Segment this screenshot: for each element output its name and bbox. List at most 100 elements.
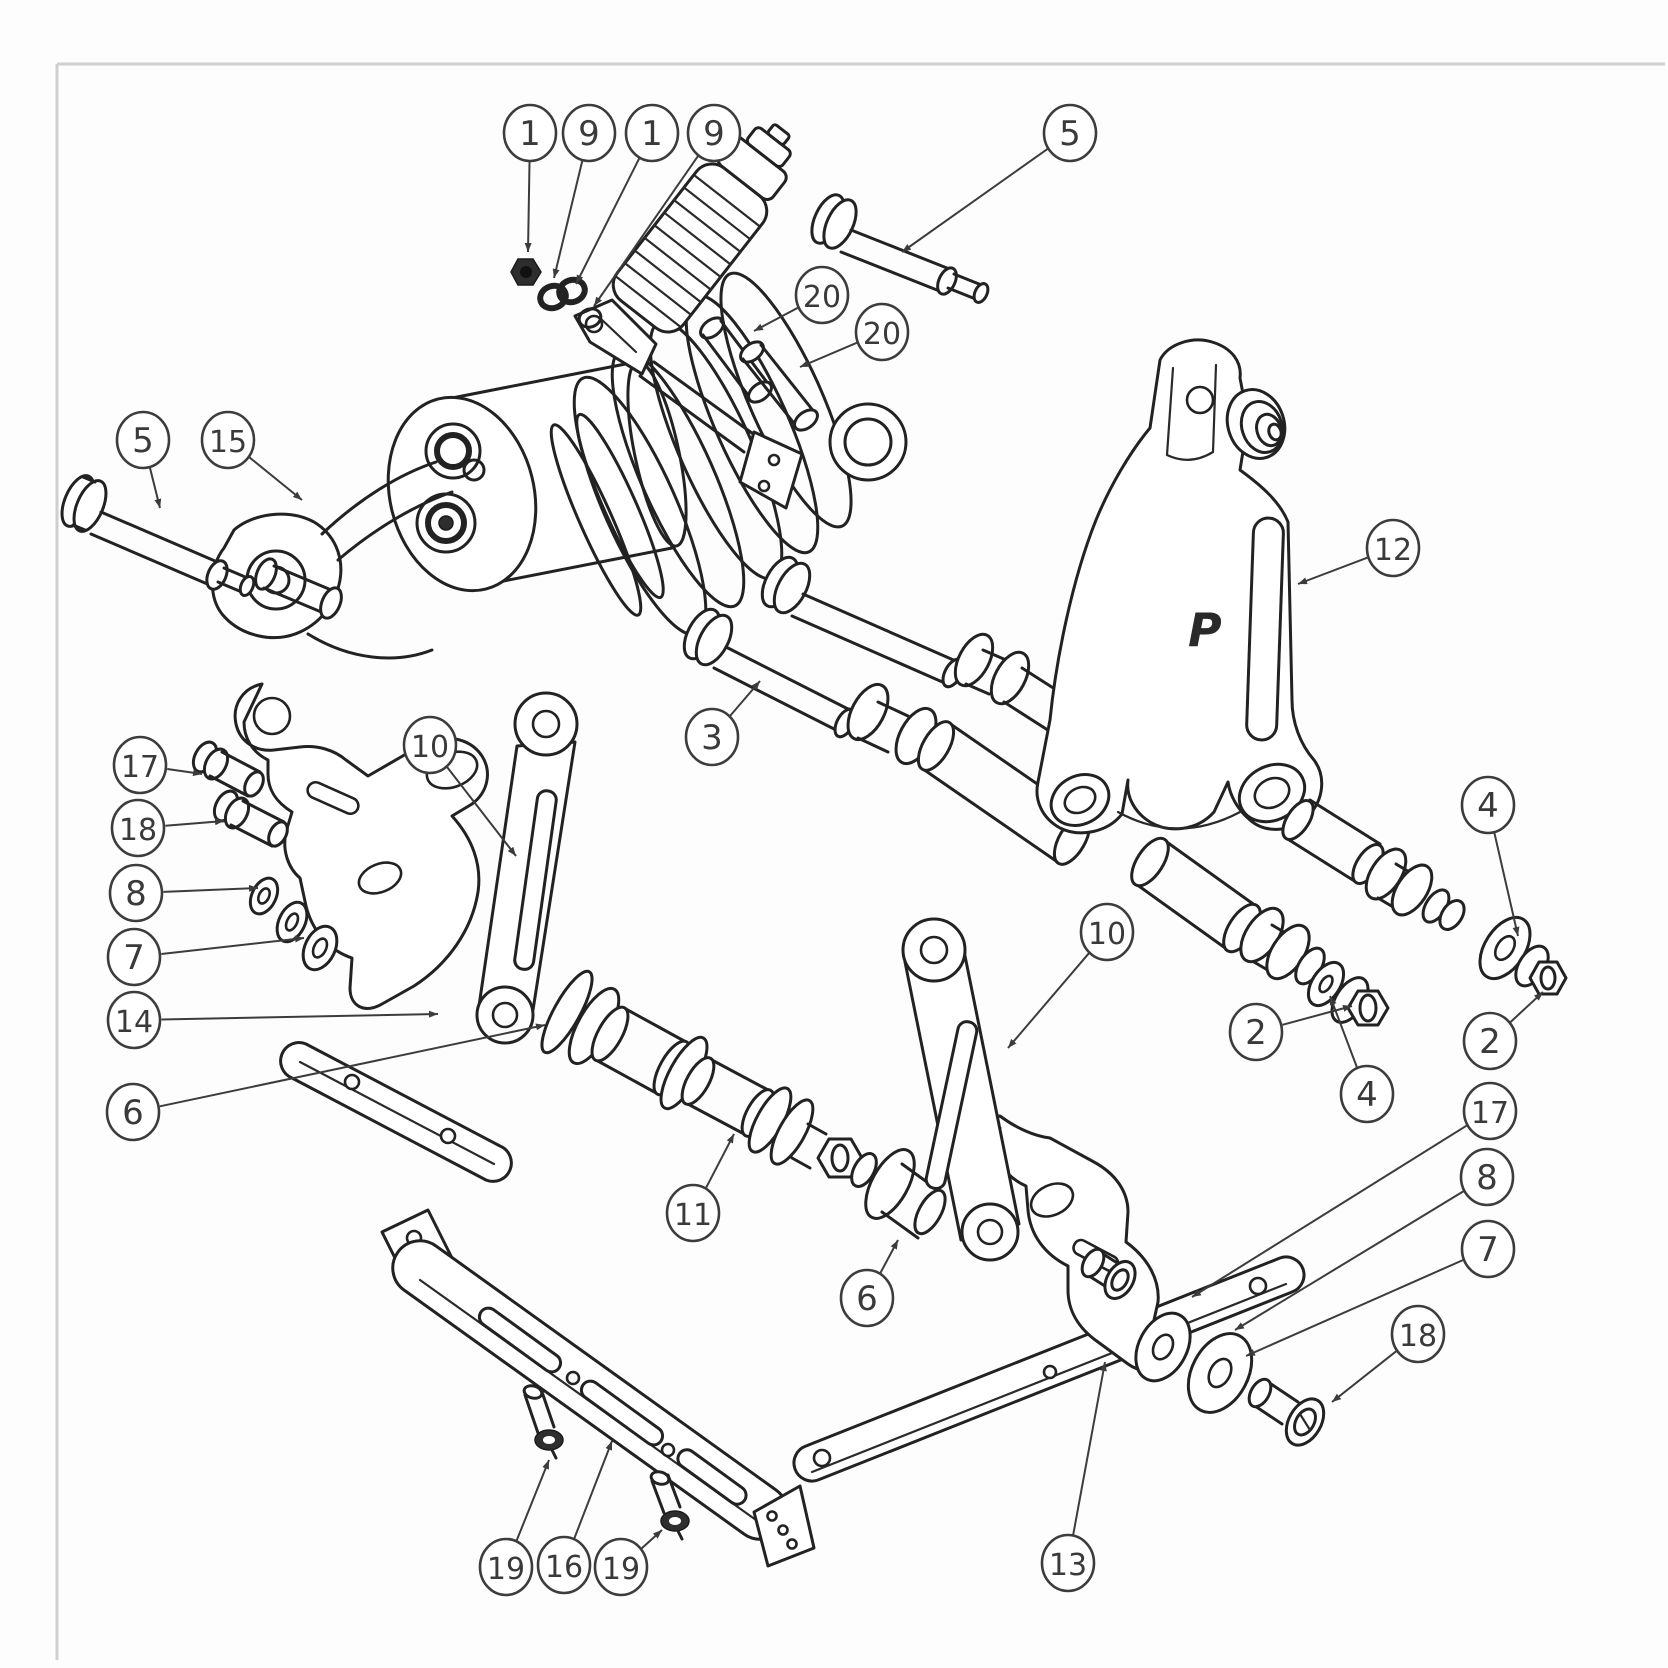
leader-line-10-17 xyxy=(446,766,517,857)
callout-number-5-4: 5 xyxy=(1059,114,1081,154)
leader-line-20-5 xyxy=(753,306,799,332)
callout-number-9-1: 9 xyxy=(578,114,600,154)
callout-balloon-3-10 xyxy=(684,707,740,767)
reservoir xyxy=(611,123,792,334)
callout-number-19-32: 19 xyxy=(602,1552,640,1587)
link-plate-10-right xyxy=(901,917,1021,1262)
leader-line-15-8 xyxy=(248,456,303,501)
callout-number-2-20: 2 xyxy=(1245,1013,1267,1053)
screws-19 xyxy=(522,1384,690,1541)
callout-number-4-21: 4 xyxy=(1356,1075,1378,1115)
callout-balloon-7-14 xyxy=(106,927,162,987)
bolt-5-left xyxy=(60,474,343,620)
page-frame xyxy=(55,62,1665,1660)
callout-balloon-8-13 xyxy=(108,863,164,923)
callout-number-16-31: 16 xyxy=(545,1550,583,1585)
callout-7-14: 7 xyxy=(106,927,305,987)
left-angle-strip xyxy=(279,1041,513,1183)
callout-11-23: 11 xyxy=(665,1133,735,1243)
callout-balloon-7-27 xyxy=(1460,1219,1516,1279)
callout-10-18: 10 xyxy=(1007,902,1135,1049)
callout-balloon-16-31 xyxy=(536,1535,592,1595)
callout-balloon-12-9 xyxy=(1365,518,1421,578)
leader-line-8-13 xyxy=(163,884,259,893)
callout-19-30: 19 xyxy=(478,1459,550,1597)
leader-line-17-25 xyxy=(1191,1124,1468,1298)
leader-line-1-0 xyxy=(524,160,532,253)
callout-balloon-6-24 xyxy=(839,1268,895,1328)
bolt-5-top-right xyxy=(810,193,990,304)
leader-line-1-2 xyxy=(575,157,641,285)
callout-9-3: 9 xyxy=(593,103,742,307)
leader-line-2-22 xyxy=(1509,991,1544,1024)
callout-number-4-19: 4 xyxy=(1477,786,1499,826)
callout-14-15: 14 xyxy=(106,990,439,1050)
callout-6-24: 6 xyxy=(839,1239,899,1328)
leader-line-9-1 xyxy=(552,159,584,279)
callout-number-20-6: 20 xyxy=(863,317,901,352)
leader-line-6-16 xyxy=(159,1023,546,1108)
callout-20-6: 20 xyxy=(799,302,910,368)
leader-line-20-6 xyxy=(799,341,858,368)
callout-number-15-8: 15 xyxy=(209,425,247,460)
leader-line-11-23 xyxy=(704,1133,735,1190)
leader-line-12-9 xyxy=(1297,556,1368,585)
callout-number-3-10: 3 xyxy=(701,718,723,758)
callout-number-10-18: 10 xyxy=(1088,917,1126,952)
callout-balloon-20-6 xyxy=(854,302,910,362)
rocker-letter: P xyxy=(1188,603,1222,657)
leader-line-4-19 xyxy=(1493,831,1520,937)
callout-number-19-30: 19 xyxy=(487,1552,525,1587)
leader-line-10-18 xyxy=(1007,952,1090,1049)
callout-number-10-17: 10 xyxy=(411,730,449,765)
callout-10-17: 10 xyxy=(402,715,517,857)
spacer-chain-right xyxy=(1281,798,1568,996)
callout-number-13-29: 13 xyxy=(1049,1548,1087,1583)
callout-1-2: 1 xyxy=(575,103,680,285)
callout-balloon-9-1 xyxy=(561,103,617,163)
callout-balloon-18-12 xyxy=(110,798,166,858)
callout-3-10: 3 xyxy=(684,680,761,767)
leader-line-9-3 xyxy=(593,155,700,307)
callout-number-11-23: 11 xyxy=(674,1198,712,1233)
leader-line-3-10 xyxy=(729,680,761,717)
callout-16-31: 16 xyxy=(536,1440,613,1595)
callout-balloon-19-32 xyxy=(593,1537,649,1597)
callout-number-7-27: 7 xyxy=(1477,1230,1499,1270)
mount-hardware xyxy=(510,258,603,329)
leader-line-19-30 xyxy=(515,1459,550,1542)
shock-top-mount xyxy=(573,298,908,510)
callout-number-17-11: 17 xyxy=(121,750,159,785)
callout-number-6-24: 6 xyxy=(856,1279,878,1319)
callout-balloon-18-28 xyxy=(1390,1304,1446,1364)
callout-balloon-17-11 xyxy=(112,735,168,795)
callout-balloon-17-25 xyxy=(1462,1081,1518,1141)
bleed-screws xyxy=(699,316,819,432)
callout-7-27: 7 xyxy=(1245,1219,1516,1357)
callout-balloon-14-15 xyxy=(106,990,162,1050)
callout-18-12: 18 xyxy=(110,798,225,858)
leader-line-7-27 xyxy=(1245,1259,1464,1357)
shock-absorber xyxy=(210,123,908,660)
spacer-chain-middle xyxy=(1130,836,1390,1027)
callout-number-18-12: 18 xyxy=(119,813,157,848)
callout-balloon-2-20 xyxy=(1228,1002,1284,1062)
callout-balloon-9-3 xyxy=(686,103,742,163)
callout-balloon-6-16 xyxy=(105,1082,161,1142)
callout-number-14-15: 14 xyxy=(115,1005,153,1040)
pins-17-18-left xyxy=(191,740,289,848)
callout-number-17-25: 17 xyxy=(1471,1096,1509,1131)
callout-4-19: 4 xyxy=(1460,775,1520,937)
callout-2-20: 2 xyxy=(1228,1002,1353,1062)
link-plate-10-left xyxy=(475,691,579,1045)
callout-balloon-15-8 xyxy=(200,410,256,470)
callout-number-18-28: 18 xyxy=(1399,1319,1437,1354)
callout-20-5: 20 xyxy=(753,265,850,332)
callout-17-25: 17 xyxy=(1191,1081,1518,1298)
callout-number-6-16: 6 xyxy=(122,1093,144,1133)
callout-balloon-8-26 xyxy=(1459,1147,1515,1207)
leader-line-8-26 xyxy=(1234,1190,1465,1331)
leader-line-17-11 xyxy=(167,767,203,777)
callout-6-16: 6 xyxy=(105,1023,546,1142)
